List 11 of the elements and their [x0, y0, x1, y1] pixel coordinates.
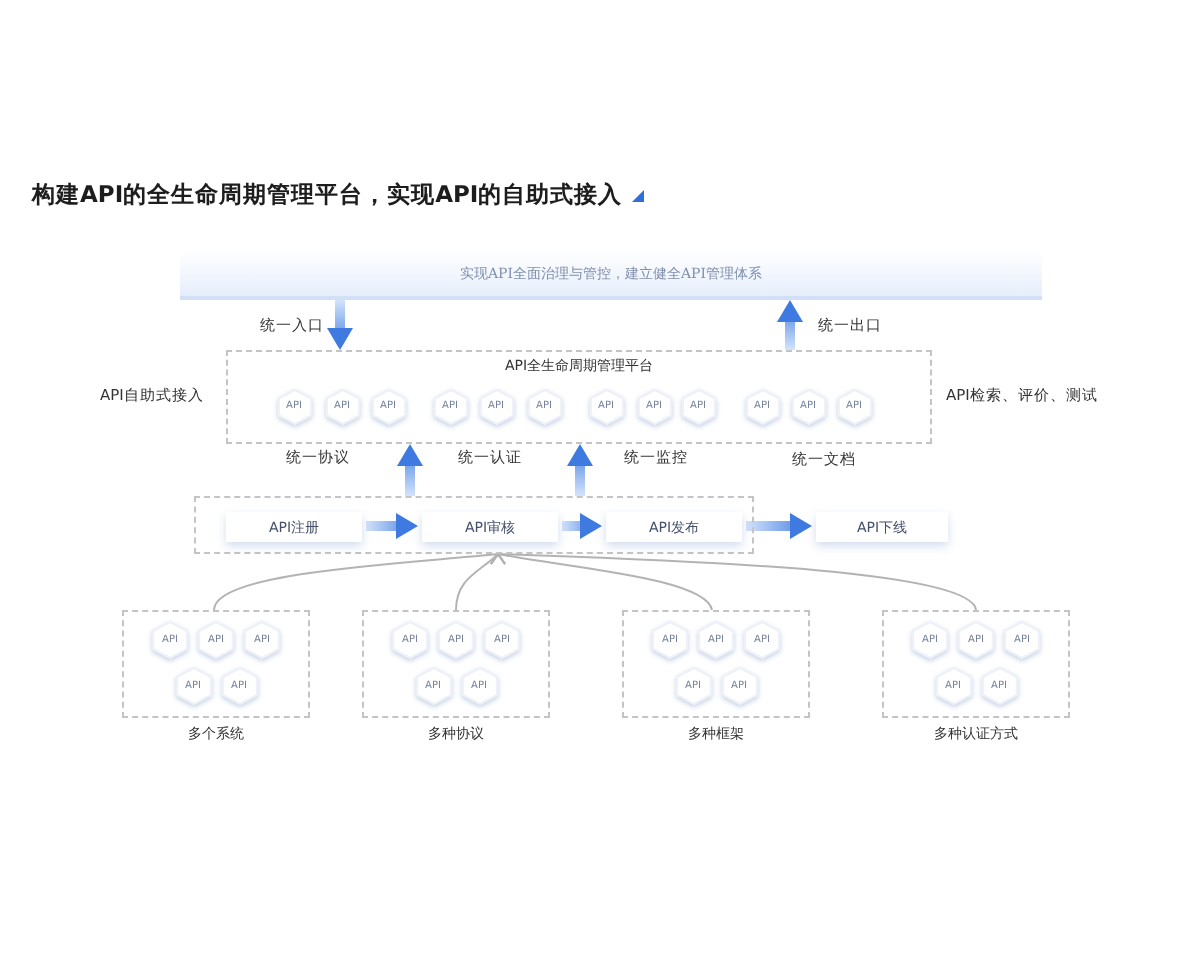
arrow	[562, 513, 602, 539]
dashed-box	[226, 350, 932, 444]
arrow	[366, 513, 418, 539]
dashed-box	[194, 496, 754, 554]
arrow	[397, 444, 423, 496]
curved-arrow	[490, 553, 977, 611]
arrow	[567, 444, 593, 496]
arrow	[746, 513, 812, 539]
arrow	[777, 300, 803, 350]
arrow	[327, 300, 353, 350]
title: 构建API的全生命周期管理平台，实现API的自助式接入	[32, 178, 623, 210]
